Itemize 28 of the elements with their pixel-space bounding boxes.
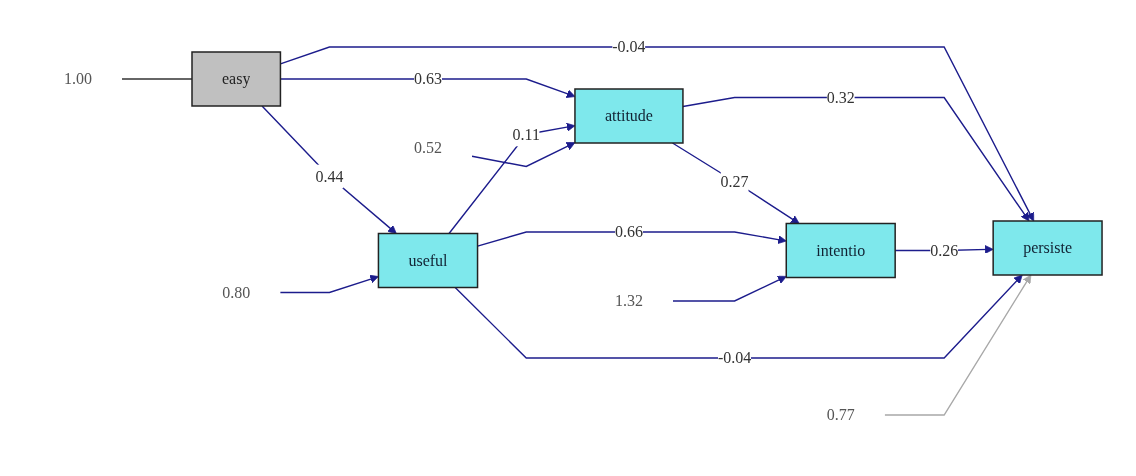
arrow [884,274,1032,416]
arrow [671,141,800,224]
edge-label: -0.04 [717,348,752,366]
edge-label: 0.44 [315,167,344,184]
arrow [448,122,576,234]
node-box: persiste [992,219,1103,276]
node-box: easy [191,50,282,107]
arrow [279,274,379,293]
edge-label: 0.32 [826,88,855,105]
arrow [261,104,397,234]
arrow [672,275,787,302]
node-text: 0.52 [413,138,442,156]
arrow [471,141,576,167]
node-box: attitude [574,87,684,144]
node-text: 1.00 [63,69,92,87]
node-text: 0.80 [222,283,251,300]
edge-label: 0.11 [512,125,540,142]
node-text: 1.32 [614,291,643,309]
arrow [454,274,1023,359]
node-box: useful [377,232,479,288]
edge-label: 0.27 [720,172,749,189]
edge-label: 0.63 [413,69,442,87]
edge-label: 0.26 [930,241,959,258]
edge-label: 0.66 [614,222,643,240]
edge-label: -0.04 [612,37,646,55]
node-text: 0.77 [826,405,855,423]
arrow [682,96,1030,221]
node-box: intentio [785,222,896,278]
